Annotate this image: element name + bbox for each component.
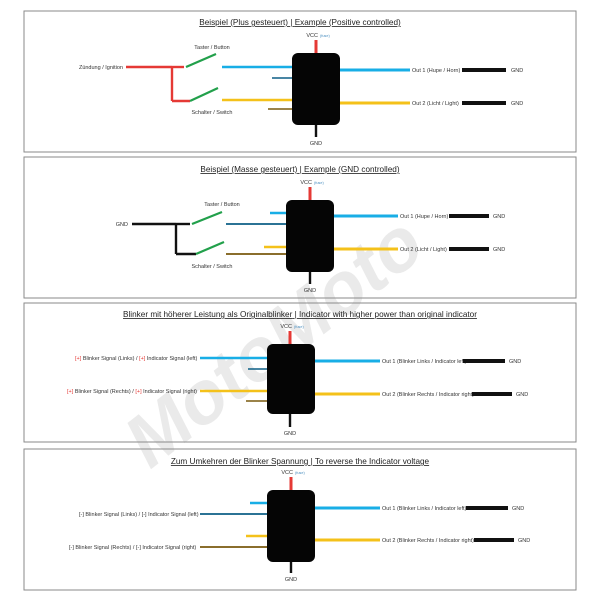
relay-module bbox=[292, 53, 340, 125]
input-2-label: [-] Blinker Signal (Rechts) / [-] Indica… bbox=[69, 545, 196, 551]
panel-positive-controlled: Beispiel (Plus gesteuert) | Example (Pos… bbox=[23, 10, 577, 153]
input-2-label: [+] Blinker Signal (Rechts) / [+] Indica… bbox=[67, 389, 197, 395]
relay-module bbox=[286, 200, 334, 272]
button-label: Taster / Button bbox=[194, 45, 229, 51]
output-2-gnd: GND bbox=[518, 538, 530, 544]
vcc-fuse-note: (fuse) bbox=[320, 34, 330, 38]
gnd-label: GND bbox=[304, 288, 316, 294]
output-2-gnd: GND bbox=[493, 247, 505, 253]
panel-reverse-indicator-voltage: Zum Umkehren der Blinker Spannung | To r… bbox=[23, 448, 577, 591]
gnd-label: GND bbox=[285, 577, 297, 583]
watermark-logo: MotoMoto bbox=[109, 200, 439, 483]
vcc-label: VCC bbox=[306, 33, 318, 39]
switch-label: Schalter / Switch bbox=[192, 264, 233, 270]
gnd-label: GND bbox=[284, 431, 296, 437]
button-label: Taster / Button bbox=[204, 202, 239, 208]
output-2-gnd: GND bbox=[511, 101, 523, 107]
input-1-label: [+] Blinker Signal (Links) / [+] Indicat… bbox=[75, 356, 197, 362]
source-label: GND bbox=[116, 222, 128, 228]
vcc-label: VCC bbox=[280, 324, 292, 330]
vcc-label: VCC bbox=[300, 180, 312, 186]
output-1-label: Out 1 (Blinker Links / Indicator left) bbox=[382, 359, 467, 365]
output-1-label: Out 1 (Hupe / Horn) bbox=[412, 68, 460, 74]
panel-frame bbox=[23, 302, 577, 443]
output-1-gnd: GND bbox=[512, 506, 524, 512]
panel-title: Beispiel (Plus gesteuert) | Example (Pos… bbox=[199, 18, 401, 27]
switch-label: Schalter / Switch bbox=[192, 110, 233, 116]
panel-gnd-controlled: Beispiel (Masse gesteuert) | Example (GN… bbox=[23, 156, 577, 299]
output-1-gnd: GND bbox=[509, 359, 521, 365]
output-2-label: Out 2 (Blinker Rechts / Indicator right) bbox=[382, 392, 474, 398]
panel-indicator-higher-power: Blinker mit höherer Leistung als Origina… bbox=[23, 302, 577, 443]
output-2-label: Out 2 (Blinker Rechts / Indicator right) bbox=[382, 538, 474, 544]
toggle-switch bbox=[195, 240, 225, 256]
output-1-label: Out 1 (Hupe / Horn) bbox=[400, 214, 448, 220]
panel-frame bbox=[23, 10, 577, 153]
relay-module bbox=[267, 344, 315, 414]
button-switch bbox=[191, 210, 223, 226]
panel-frame bbox=[23, 156, 577, 299]
button-switch bbox=[185, 52, 217, 69]
gnd-label: GND bbox=[310, 141, 322, 147]
output-2-gnd: GND bbox=[516, 392, 528, 398]
vcc-fuse-note: (fuse) bbox=[314, 181, 324, 185]
vcc-fuse-note: (fuse) bbox=[295, 471, 305, 475]
relay-module bbox=[267, 490, 315, 562]
panel-title: Blinker mit höherer Leistung als Origina… bbox=[123, 310, 477, 319]
source-label: Zündung / Ignition bbox=[79, 65, 123, 71]
output-1-gnd: GND bbox=[511, 68, 523, 74]
panel-title: Beispiel (Masse gesteuert) | Example (GN… bbox=[200, 165, 399, 174]
vcc-label: VCC bbox=[281, 470, 293, 476]
panel-frame bbox=[23, 448, 577, 591]
toggle-switch bbox=[189, 87, 219, 102]
output-1-label: Out 1 (Blinker Links / Indicator left) bbox=[382, 506, 467, 512]
output-2-label: Out 2 (Licht / Light) bbox=[412, 101, 459, 107]
input-1-label: [-] Blinker Signal (Links) / [-] Indicat… bbox=[79, 512, 199, 518]
panel-title: Zum Umkehren der Blinker Spannung | To r… bbox=[171, 457, 430, 466]
output-2-label: Out 2 (Licht / Light) bbox=[400, 247, 447, 253]
vcc-fuse-note: (fuse) bbox=[294, 325, 304, 329]
output-1-gnd: GND bbox=[493, 214, 505, 220]
